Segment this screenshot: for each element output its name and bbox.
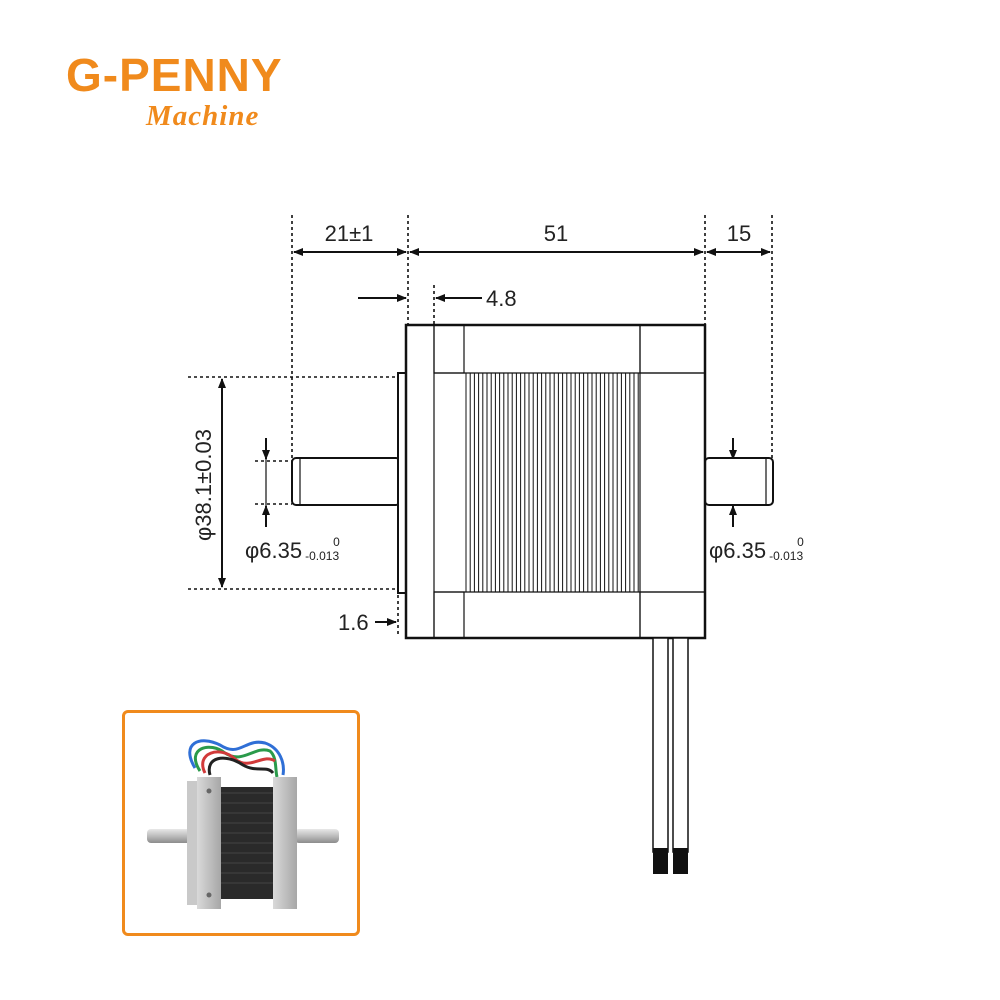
extension-lines: [188, 215, 773, 636]
brand-subtitle: Machine: [146, 100, 260, 132]
stepper-motor-photo: [147, 739, 339, 909]
photo-wires: [188, 739, 285, 778]
body-length-label: 51: [544, 221, 568, 246]
front-shaft-diameter-label: φ6.35-0.0130: [245, 535, 340, 563]
rear-shaft: [704, 457, 774, 506]
rear-shaft-diameter-label: φ6.35-0.0130: [709, 535, 804, 563]
motor-photo-frame: [122, 710, 360, 936]
motor-body: [404, 323, 707, 640]
front-shaft: [291, 457, 401, 506]
photo-lamination-lines: [221, 792, 273, 884]
boss-diameter-label: φ38.1±0.03: [191, 429, 216, 541]
front-shaft-length-label: 21±1: [325, 221, 374, 246]
rear-shaft-length-label: 15: [727, 221, 751, 246]
boss-thickness-label: 1.6: [338, 610, 369, 635]
brand-logo: G-PENNY Machine: [66, 52, 366, 142]
lead-wires: [652, 637, 689, 874]
boss-offset-label: 4.8: [486, 286, 517, 311]
brand-title: G-PENNY: [66, 49, 283, 101]
